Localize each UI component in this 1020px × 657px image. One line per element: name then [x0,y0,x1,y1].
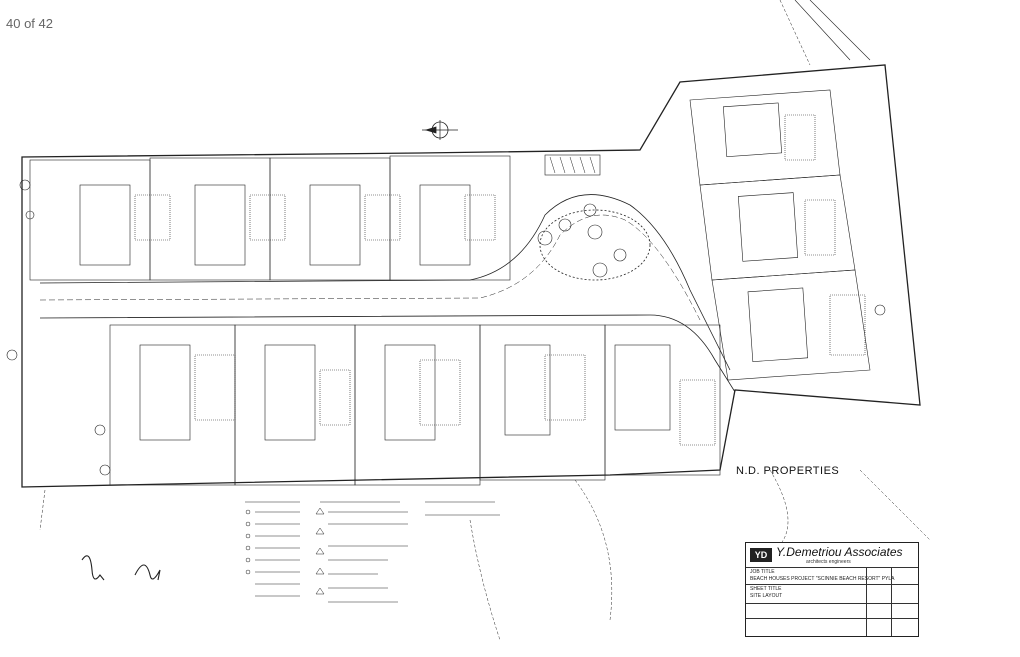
road-edge-north [39,194,731,371]
central-green [539,209,651,281]
firm-logo: YD [750,548,772,562]
road-edge-south [39,314,736,393]
external-dashed-lines [39,0,931,641]
legend [245,501,500,603]
road-north-east [794,0,871,61]
road-centerline [39,214,701,321]
page-counter: 40 of 42 [6,16,53,31]
sheet-title: SITE LAYOUT [750,593,783,599]
plots-right-cluster [689,89,871,381]
sheet-title-heading: SHEET TITLE [750,586,782,592]
trees [6,179,886,476]
plots-top-row [29,155,511,281]
firm-name: Y.Demetriou Associates [776,545,903,559]
north-arrow-icon [422,120,458,140]
job-title-heading: JOB TITLE [750,569,775,575]
signature-1 [81,555,105,581]
job-title: BEACH HOUSES PROJECT "SCINNIE BEACH RESO… [750,576,895,582]
property-label: N.D. PROPERTIES [736,465,840,477]
parking-area [544,154,601,176]
plots-bottom-row [109,324,721,486]
site-boundary [21,64,921,488]
signature-2 [134,564,161,581]
firm-subtitle: architects engineers [806,559,851,565]
title-block: YD Y.Demetriou Associates architects eng… [745,542,919,637]
